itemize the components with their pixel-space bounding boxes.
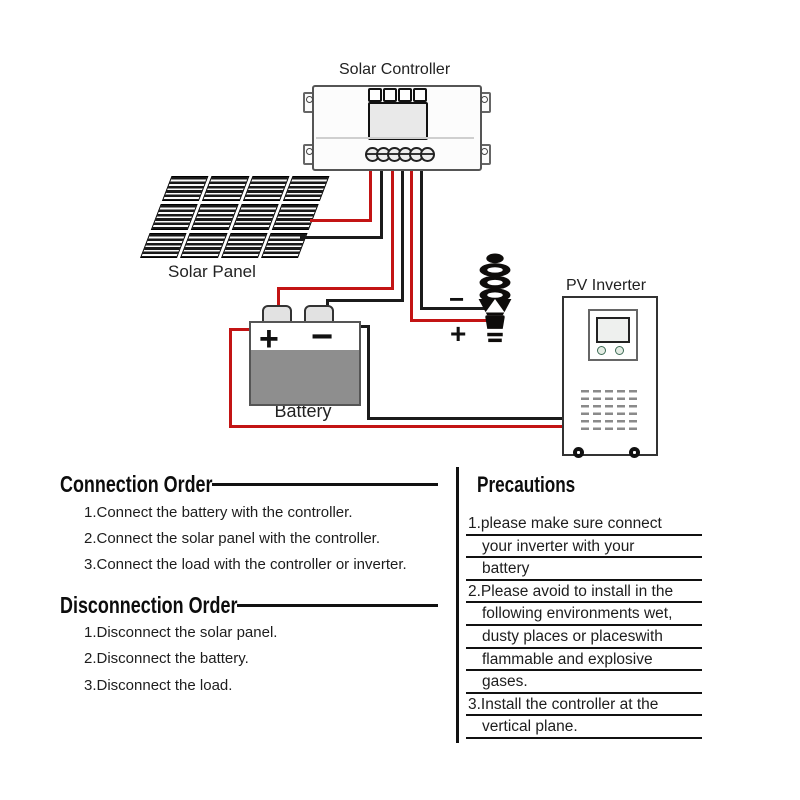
precautions-list: 1.please make sure connect your inverter… — [466, 513, 702, 739]
inverter-wire-positive — [229, 328, 262, 331]
precaution-line: battery — [466, 558, 702, 581]
panel-module — [150, 204, 198, 230]
panel-module — [140, 232, 187, 258]
disconnection-step: 3.Disconnect the load. — [84, 677, 233, 694]
panel-module — [242, 176, 290, 202]
inverter-label: PV Inverter — [566, 277, 647, 294]
controller-indicator — [413, 88, 427, 102]
solar-panel — [140, 176, 330, 258]
controller-screw-hole — [306, 148, 313, 155]
precaution-line: following environments wet, — [466, 603, 702, 626]
panel-module — [180, 232, 228, 258]
controller-screw-hole — [306, 96, 313, 103]
inverter-wire-positive — [229, 328, 232, 428]
column-divider — [456, 467, 459, 743]
controller-terminal — [420, 147, 435, 162]
controller-screw-hole — [481, 148, 488, 155]
battery-wire-negative — [326, 299, 404, 302]
precaution-line: 1.please make sure connect — [466, 513, 702, 536]
controller-indicator — [383, 88, 397, 102]
disconnection-order-title: Disconnection Order — [60, 592, 238, 618]
pv-wire-negative — [380, 166, 383, 239]
panel-module — [282, 176, 330, 202]
inverter-button — [597, 346, 606, 355]
pv-wire-positive — [369, 166, 372, 222]
battery — [249, 321, 361, 406]
precaution-line: vertical plane. — [466, 716, 702, 739]
load-plus-sign: + — [450, 318, 467, 349]
connection-step: 3.Connect the load with the controller o… — [84, 556, 407, 573]
battery-case — [251, 350, 359, 404]
battery-wire-positive — [277, 287, 280, 312]
load-wire-negative — [420, 166, 423, 310]
precaution-line: your inverter with your — [466, 536, 702, 559]
inverter-vents — [581, 390, 641, 435]
inverter-wire-negative — [367, 325, 370, 420]
inverter-foot — [573, 447, 584, 458]
inverter-screen — [596, 317, 630, 343]
inverter-wire-negative — [367, 417, 565, 420]
disconnection-step: 1.Disconnect the solar panel. — [84, 624, 278, 641]
controller-screw-hole — [481, 96, 488, 103]
controller-groove — [316, 137, 474, 139]
controller-lcd-screen — [368, 102, 428, 140]
battery-minus-sign: − — [311, 316, 334, 358]
controller-indicator — [368, 88, 382, 102]
inverter-wire-positive — [229, 425, 565, 428]
load-bulb-icon — [466, 250, 524, 346]
battery-plus-sign: + — [259, 320, 279, 358]
load-minus-sign: − — [449, 284, 465, 314]
inverter-foot — [629, 447, 640, 458]
connection-order-title: Connection Order — [60, 471, 213, 497]
inverter-button — [615, 346, 624, 355]
pv-inverter — [562, 296, 658, 456]
pv-wire-positive — [310, 219, 372, 222]
battery-wire-positive — [391, 166, 394, 290]
disconnection-step: 2.Disconnect the battery. — [84, 650, 249, 667]
connection-step: 1.Connect the battery with the controlle… — [84, 504, 353, 521]
load-wire-negative — [420, 307, 487, 310]
load-wire-positive — [410, 319, 488, 322]
precaution-line: dusty places or placeswith — [466, 626, 702, 649]
controller-indicator — [398, 88, 412, 102]
battery-wire-negative — [401, 166, 404, 302]
load-wire-positive — [410, 166, 413, 322]
panel-label: Solar Panel — [168, 262, 256, 281]
panel-module — [202, 176, 249, 202]
panel-module — [191, 204, 239, 230]
controller-label: Solar Controller — [339, 61, 451, 78]
precaution-line: 2.Please avoid to install in the — [466, 581, 702, 604]
panel-module — [220, 232, 268, 258]
title-rule — [237, 604, 438, 607]
battery-wire-positive — [277, 287, 394, 290]
connection-step: 2.Connect the solar panel with the contr… — [84, 530, 381, 547]
precaution-line: flammable and explosive — [466, 649, 702, 672]
pv-wire-negative — [300, 236, 383, 239]
precaution-line: 3.Install the controller at the — [466, 694, 702, 717]
panel-module — [231, 204, 279, 230]
precautions-title: Precautions — [477, 472, 576, 497]
inverter-control-panel — [588, 309, 638, 361]
panel-module — [271, 204, 319, 230]
battery-label: Battery — [274, 401, 332, 421]
precaution-line: gases. — [466, 671, 702, 694]
panel-module — [161, 176, 209, 202]
title-rule — [212, 483, 438, 486]
